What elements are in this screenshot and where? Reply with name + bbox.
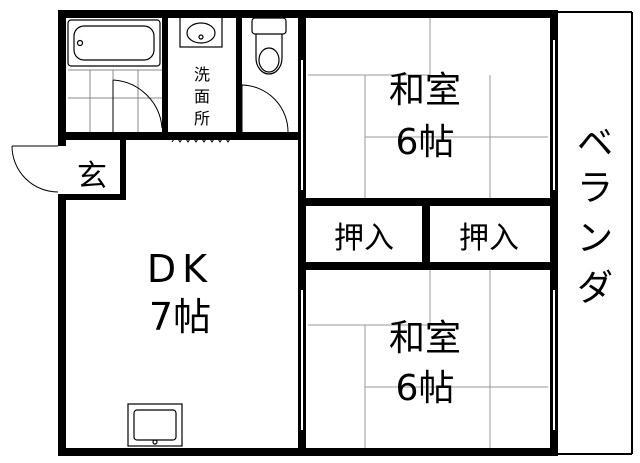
bath-tiles [68, 69, 163, 132]
entrance-door [11, 145, 59, 193]
dk-size: 7帖 [149, 295, 211, 339]
washroom-label: 洗 面 所 [194, 65, 210, 128]
veranda-label-char: ラ [577, 168, 613, 209]
toilet-icon [251, 17, 287, 75]
dk-name: DK [147, 247, 213, 291]
sliding-door-marks [301, 40, 555, 430]
veranda-outline [558, 11, 633, 455]
washitsu-top-size: 6帖 [396, 122, 455, 163]
kitchen-sink-icon [127, 403, 183, 447]
washroom-hatch [170, 135, 234, 143]
washroom-label-char: 所 [194, 109, 210, 128]
washbasin-icon [179, 16, 223, 48]
tatami-lines-top [308, 15, 548, 200]
veranda-label-char: ン [577, 218, 613, 259]
veranda-label-char: ベ [577, 123, 613, 164]
closet-left-label: 押入 [334, 221, 394, 256]
bath-door [112, 79, 163, 132]
washitsu-bottom-size: 6帖 [396, 368, 455, 409]
veranda-label: ベ ラ ン ダ [577, 123, 613, 309]
washroom-label-char: 洗 [194, 65, 210, 84]
entrance-label: 玄 [77, 159, 107, 194]
veranda-label-char: ダ [577, 268, 613, 309]
washitsu-bottom-name: 和室 [389, 318, 461, 359]
closet-right-label: 押入 [459, 221, 519, 256]
bathtub-icon [67, 19, 161, 67]
washroom-label-char: 面 [194, 87, 210, 106]
tatami-lines-bottom [308, 268, 548, 448]
washitsu-top-name: 和室 [389, 70, 461, 111]
toilet-door [241, 84, 289, 133]
